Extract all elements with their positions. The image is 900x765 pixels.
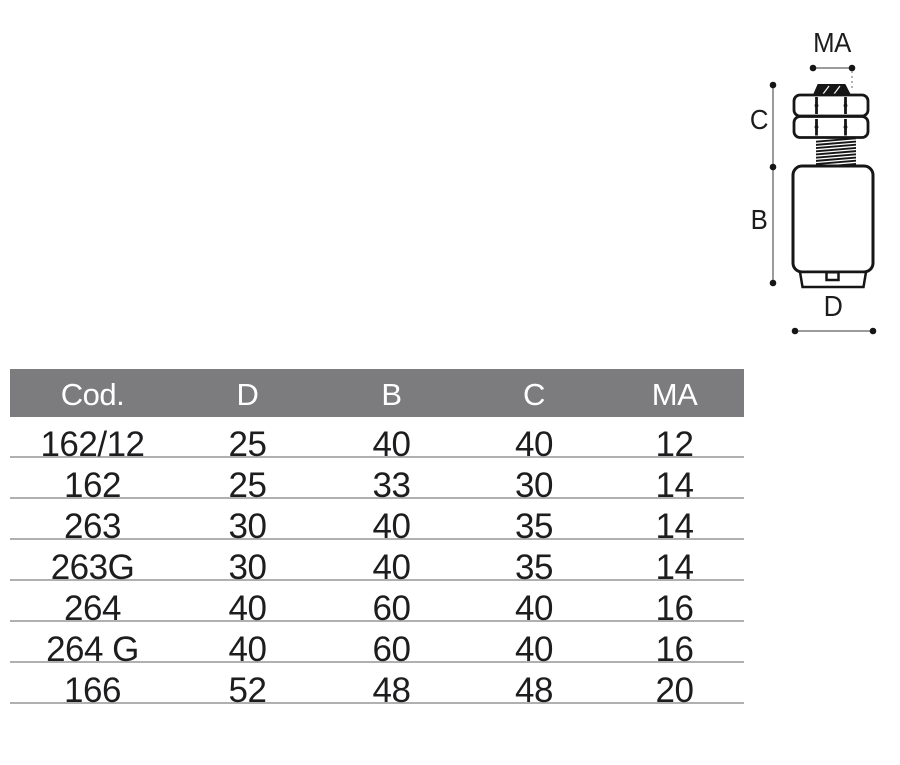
- cell-code: 162: [64, 466, 121, 505]
- cell-code: 264: [64, 589, 121, 628]
- threaded-shaft: [816, 137, 856, 166]
- cell-b: 40: [372, 425, 411, 464]
- column-header-d: D: [236, 377, 259, 412]
- guide-foot: [798, 270, 868, 289]
- cell-c: 40: [515, 425, 553, 464]
- cell-d: 25: [228, 466, 267, 505]
- table-row: 162 25 33 30 14: [10, 458, 744, 505]
- cell-c: 40: [515, 589, 553, 628]
- cell-ma: 20: [655, 671, 694, 710]
- cell-d: 40: [228, 630, 267, 669]
- guide-body: [791, 164, 875, 274]
- table-row: 263 30 40 35 14: [10, 499, 744, 546]
- dim-label-c: C: [749, 104, 769, 135]
- cell-b: 60: [372, 630, 411, 669]
- cell-ma: 16: [655, 630, 694, 669]
- column-header-ma: MA: [651, 377, 698, 412]
- cell-code: 166: [64, 671, 121, 710]
- cell-b: 48: [372, 671, 411, 710]
- cell-c: 35: [515, 507, 553, 546]
- ma-dimension-line: [809, 64, 856, 90]
- cell-ma: 16: [655, 589, 694, 628]
- column-header-cod: Cod.: [60, 377, 125, 412]
- cell-ma: 12: [655, 425, 694, 464]
- cell-ma: 14: [655, 507, 694, 546]
- table-body: 162/12 25 40 40 12 162 25 33 30 14 263 3…: [10, 417, 744, 710]
- cell-d: 25: [228, 425, 267, 464]
- table-row: 162/12 25 40 40 12: [10, 417, 744, 464]
- cell-c: 35: [515, 548, 553, 587]
- cell-code: 264 G: [46, 630, 139, 669]
- table-header-row: Cod. D B C MA: [10, 369, 744, 417]
- spec-table: Cod. D B C MA 162/12 25 40 40 12 162 25 …: [10, 369, 744, 710]
- cell-d: 30: [228, 507, 267, 546]
- hex-nuts: [792, 93, 870, 139]
- cell-d: 30: [228, 548, 267, 587]
- dim-label-b: B: [750, 204, 768, 235]
- table-row: 166 52 48 48 20: [10, 663, 744, 710]
- cell-c: 48: [515, 671, 553, 710]
- d-dimension-line: [791, 327, 877, 335]
- cb-dimension-line: [769, 81, 777, 287]
- table-row: 264 G 40 60 40 16: [10, 622, 744, 669]
- cell-code: 263G: [50, 548, 135, 587]
- cell-b: 40: [372, 548, 411, 587]
- column-header-c: C: [523, 377, 545, 412]
- cell-b: 33: [372, 466, 411, 505]
- column-header-b: B: [381, 377, 402, 412]
- dim-label-d: D: [823, 291, 843, 323]
- cell-code: 263: [64, 507, 121, 546]
- cell-c: 40: [515, 630, 553, 669]
- table-row: 263G 30 40 35 14: [10, 540, 744, 587]
- cell-c: 30: [515, 466, 553, 505]
- table-row: 264 40 60 40 16: [10, 581, 744, 628]
- cell-d: 40: [228, 589, 267, 628]
- cell-ma: 14: [655, 466, 694, 505]
- dim-label-ma: MA: [813, 27, 851, 58]
- cell-code: 162/12: [40, 425, 145, 464]
- cell-d: 52: [228, 671, 267, 710]
- cell-b: 40: [372, 507, 411, 546]
- cell-ma: 14: [655, 548, 694, 587]
- cell-b: 60: [372, 589, 411, 628]
